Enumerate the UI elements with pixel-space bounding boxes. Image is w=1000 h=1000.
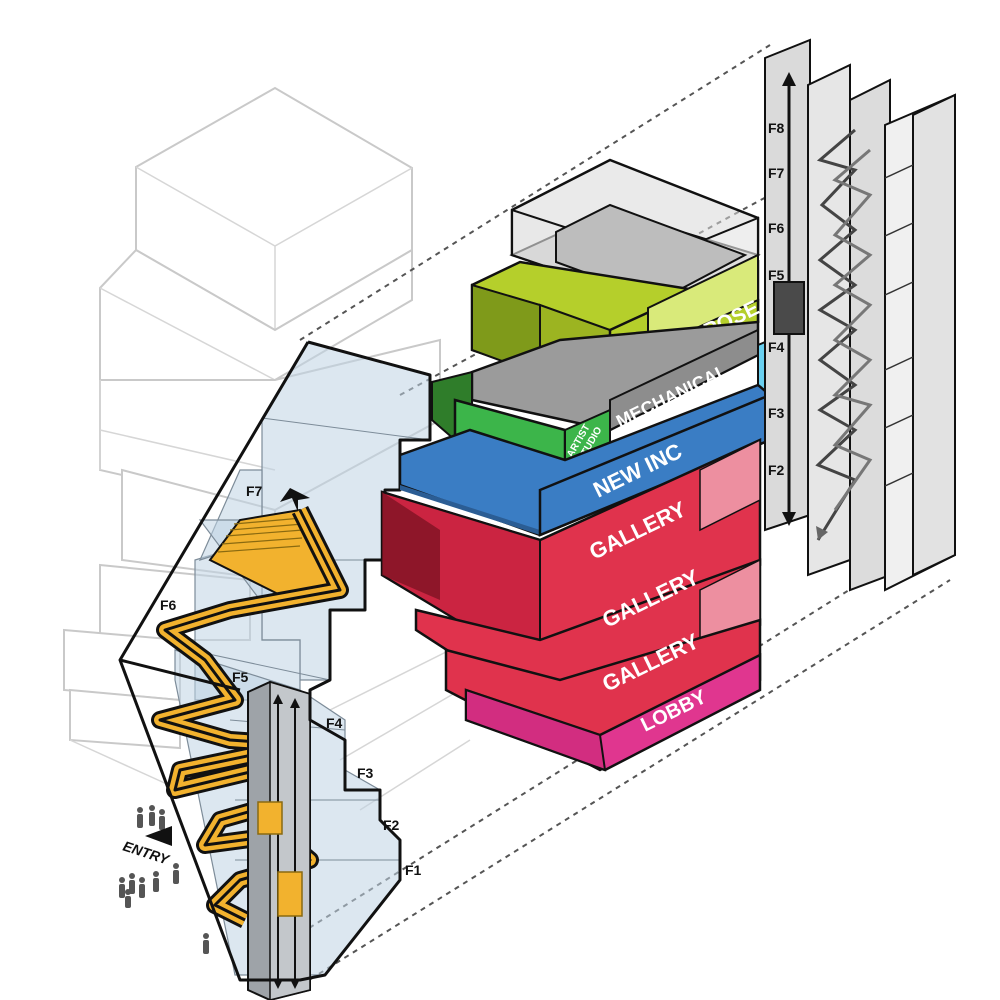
section-label-f1: F1 [405, 862, 422, 878]
projection-lines [249, 44, 956, 996]
person-icon [153, 871, 159, 892]
section-label-f3: F3 [357, 765, 374, 781]
core-label-f8: F8 [768, 120, 785, 136]
person-icon [137, 807, 143, 828]
person-icon [149, 805, 155, 826]
core-label-f7: F7 [768, 165, 785, 181]
core-label-f2: F2 [768, 462, 785, 478]
core-label-f6: F6 [768, 220, 785, 236]
section-label-f7: F7 [246, 483, 263, 499]
core-label-f4: F4 [768, 339, 785, 355]
program-stack: MULTIPURPOSE MECHANICAL ARTIST STUDIO NE… [380, 158, 772, 772]
people-figures [119, 805, 209, 954]
section-label-f4: F4 [326, 715, 343, 731]
person-icon [159, 809, 165, 830]
person-icon [173, 863, 179, 884]
core-elevation: F8 F7 F6 F5 F4 F3 F2 [764, 38, 956, 592]
person-icon [203, 933, 209, 954]
section-label-f5: F5 [232, 669, 249, 685]
person-icon [125, 889, 131, 908]
person-icon [119, 877, 125, 898]
section-floor-labels: F7 F6 F5 F4 F3 F2 F1 [160, 483, 422, 878]
core-label-f3: F3 [768, 405, 785, 421]
core-label-f5: F5 [768, 267, 785, 283]
entry-arrow-icon [145, 826, 172, 846]
person-icon [139, 877, 145, 898]
section-elevator-shaft [247, 680, 311, 1000]
section-label-f2: F2 [383, 817, 400, 833]
gallery-upper-volume: GALLERY [380, 438, 762, 672]
section-label-f6: F6 [160, 597, 177, 613]
